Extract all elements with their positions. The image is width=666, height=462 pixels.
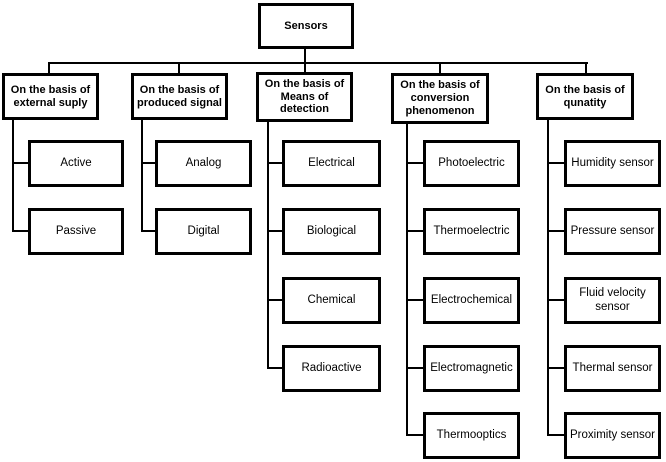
node-thermal-sensor: Thermal sensor: [564, 345, 661, 392]
node-basis-quantity: On the basis of qunatity: [536, 73, 634, 120]
connector-bus: [48, 62, 588, 64]
node-radioactive: Radioactive: [282, 345, 381, 392]
connector-leaf-stub: [12, 230, 28, 232]
connector-leaf-stub: [406, 434, 423, 436]
connector-leaf-stub: [267, 367, 282, 369]
node-chemical: Chemical: [282, 277, 381, 324]
connector-spine-branch-5: [547, 120, 549, 436]
connector-root-stub: [304, 49, 306, 62]
connector-leaf-stub: [267, 162, 282, 164]
connector-leaf-stub: [141, 230, 155, 232]
connector-leaf-stub: [267, 299, 282, 301]
node-basis-produced-signal: On the basis of produced signal: [131, 73, 228, 120]
node-sensors: Sensors: [258, 3, 354, 49]
connector-stub-branch-1: [48, 62, 50, 73]
connector-stub-branch-2: [178, 62, 180, 73]
connector-stub-branch-4: [439, 62, 441, 73]
node-passive: Passive: [28, 208, 124, 255]
connector-leaf-stub: [12, 162, 28, 164]
connector-leaf-stub: [406, 299, 423, 301]
node-thermoelectric: Thermoelectric: [423, 208, 520, 255]
node-pressure-sensor: Pressure sensor: [564, 208, 661, 255]
connector-stub-branch-5: [585, 62, 587, 73]
connector-leaf-stub: [406, 230, 423, 232]
node-thermooptics: Thermooptics: [423, 412, 520, 459]
connector-leaf-stub: [406, 367, 423, 369]
node-basis-external-supply: On the basis of external suply: [2, 73, 99, 120]
node-analog: Analog: [155, 140, 252, 187]
node-active: Active: [28, 140, 124, 187]
node-basis-means-of-detection: On the basis of Means of detection: [256, 72, 353, 122]
node-electromagnetic: Electromagnetic: [423, 345, 520, 392]
connector-leaf-stub: [406, 162, 423, 164]
connector-leaf-stub: [547, 230, 564, 232]
connector-leaf-stub: [141, 162, 155, 164]
node-basis-conversion-phenomenon: On the basis of conversion phenomenon: [391, 73, 489, 124]
node-digital: Digital: [155, 208, 252, 255]
node-photoelectric: Photoelectric: [423, 140, 520, 187]
node-biological: Biological: [282, 208, 381, 255]
connector-leaf-stub: [547, 367, 564, 369]
connector-stub-branch-3: [304, 62, 306, 72]
node-fluid-velocity-sensor: Fluid velocity sensor: [564, 277, 661, 324]
node-electrochemical: Electrochemical: [423, 277, 520, 324]
connector-leaf-stub: [547, 162, 564, 164]
connector-spine-branch-2: [141, 120, 143, 232]
connector-spine-branch-1: [12, 120, 14, 232]
connector-leaf-stub: [267, 230, 282, 232]
connector-leaf-stub: [547, 434, 564, 436]
connector-spine-branch-3: [267, 122, 269, 369]
node-proximity-sensor: Proximity sensor: [564, 412, 661, 459]
node-electrical: Electrical: [282, 140, 381, 187]
connector-spine-branch-4: [406, 124, 408, 436]
node-humidity-sensor: Humidity sensor: [564, 140, 661, 187]
connector-leaf-stub: [547, 299, 564, 301]
